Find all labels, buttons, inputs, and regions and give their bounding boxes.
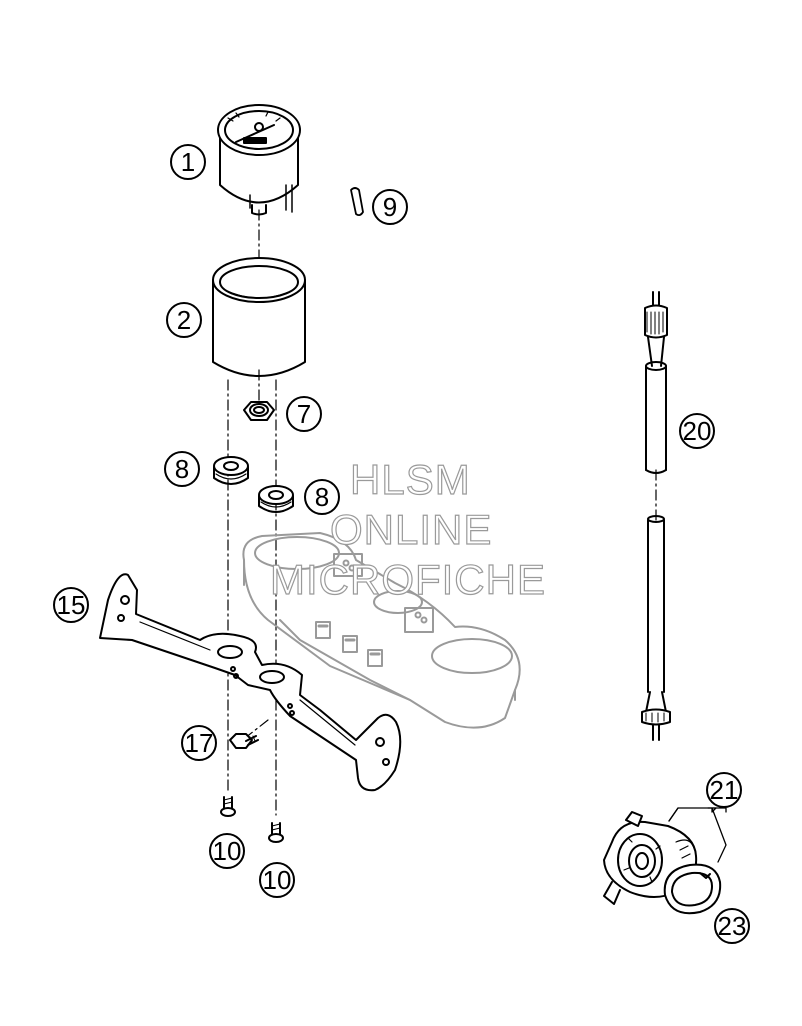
- callout-7: 7: [286, 396, 322, 432]
- callout-8-right: 8: [304, 479, 340, 515]
- callout-1: 1: [170, 144, 206, 180]
- callout-8-left-label: 8: [175, 454, 189, 484]
- screw-right: [268, 822, 284, 843]
- drive-washer: [663, 863, 722, 915]
- speedometer-gauge: [217, 104, 301, 216]
- callout-9-label: 9: [383, 192, 397, 222]
- gauge-cup: [212, 257, 306, 377]
- callout-8-left: 8: [164, 451, 200, 487]
- clip-part: [350, 187, 364, 217]
- callout-17-label: 17: [185, 728, 214, 758]
- callout-8-right-label: 8: [315, 482, 329, 512]
- triple-clamp: [242, 532, 521, 729]
- callout-21-label: 21: [710, 775, 739, 805]
- callout-1-label: 1: [181, 147, 195, 177]
- callout-21-leaders: [668, 807, 727, 863]
- screw-left: [220, 796, 236, 817]
- callout-15-label: 15: [57, 590, 86, 620]
- callout-23: 23: [714, 908, 750, 944]
- callout-21: 21: [706, 772, 742, 808]
- flange-bolt: [229, 733, 259, 749]
- callout-10-left-label: 10: [213, 836, 242, 866]
- rubber-grommet-left: [213, 456, 249, 485]
- speedometer-cable: [641, 291, 671, 741]
- callout-20-label: 20: [683, 416, 712, 446]
- rubber-grommet-right: [258, 485, 294, 513]
- callout-10-right-label: 10: [263, 865, 292, 895]
- callout-10-right: 10: [259, 862, 295, 898]
- watermark-line-3: MICROFICHE: [269, 555, 546, 603]
- watermark-line-2: ONLINE: [329, 505, 493, 553]
- callout-2-label: 2: [177, 305, 191, 335]
- callout-9: 9: [372, 189, 408, 225]
- callout-10-left: 10: [209, 833, 245, 869]
- callout-17: 17: [181, 725, 217, 761]
- callout-15: 15: [53, 587, 89, 623]
- instrument-bracket: [99, 573, 402, 792]
- watermark-line-1: HLSM: [349, 455, 471, 503]
- nut-part: [243, 401, 275, 421]
- callout-20: 20: [679, 413, 715, 449]
- callout-23-label: 23: [718, 911, 747, 941]
- callout-7-label: 7: [297, 399, 311, 429]
- callout-2: 2: [166, 302, 202, 338]
